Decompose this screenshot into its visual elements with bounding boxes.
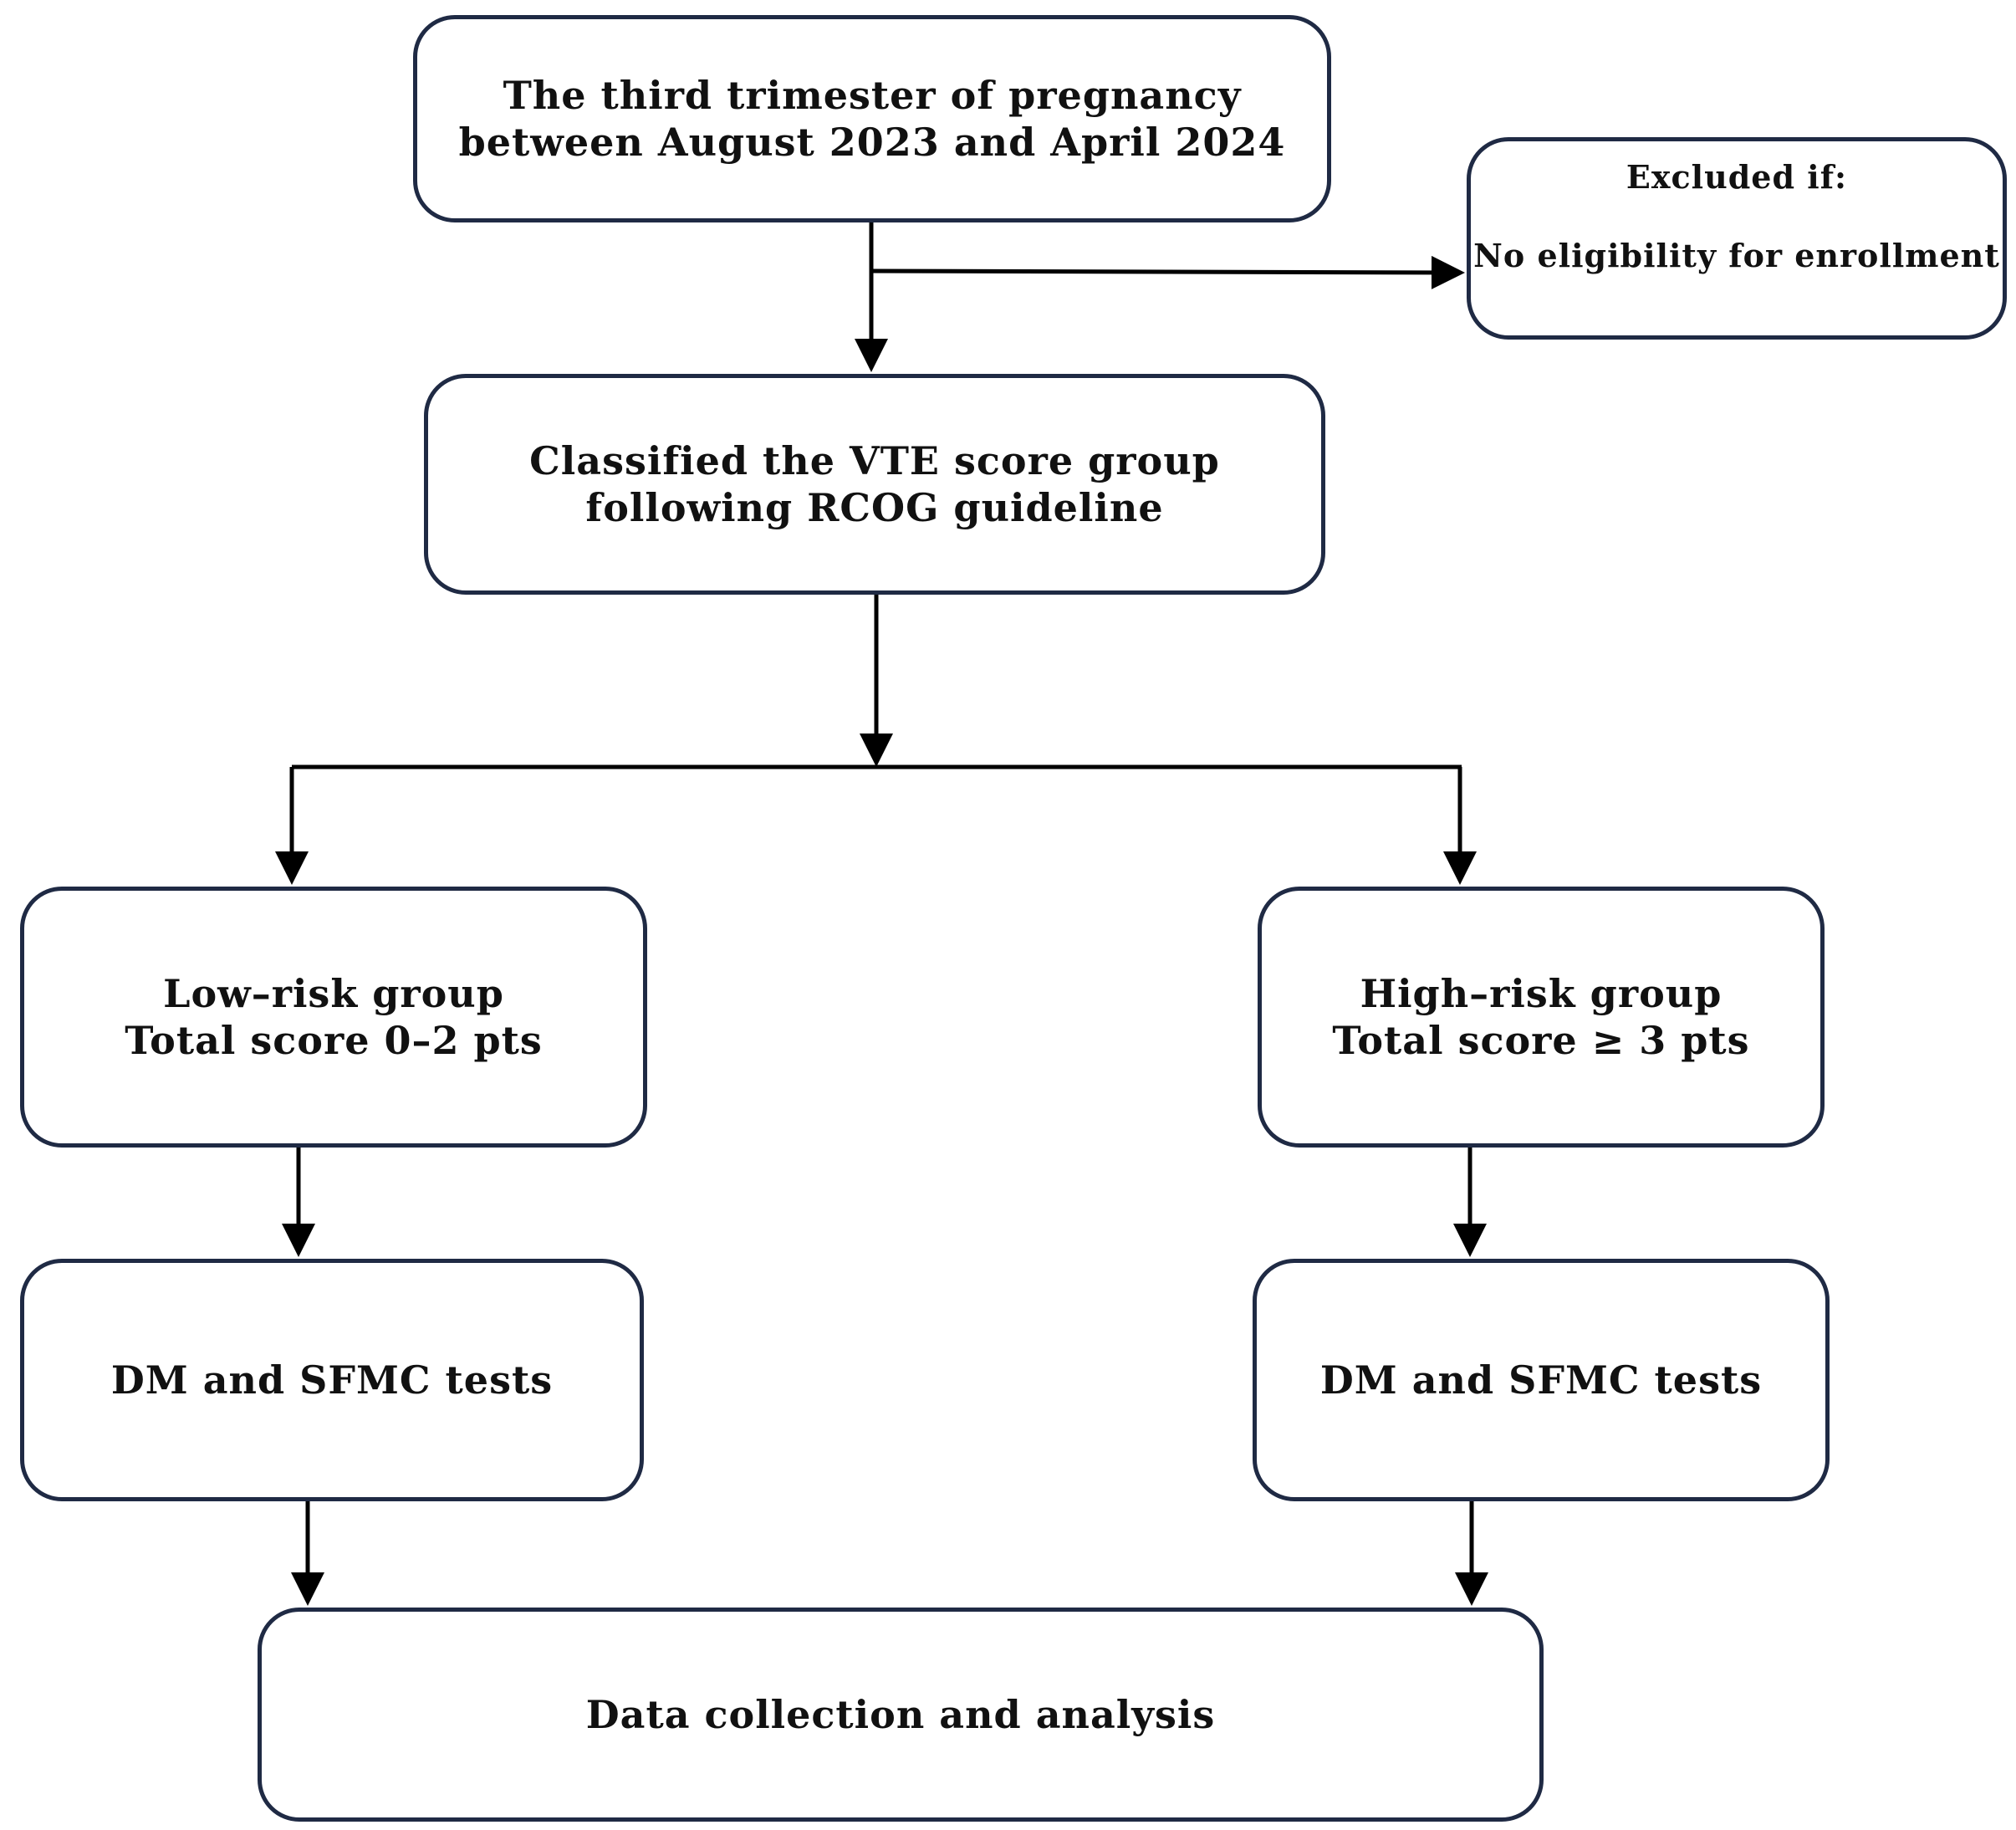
start-line-2: between August 2023 and April 2024	[458, 120, 1286, 165]
low-risk-line-1: Low–risk group	[163, 971, 504, 1016]
classify-line-2: following RCOG guideline	[585, 485, 1164, 530]
arrow-to-excluded	[870, 255, 1465, 289]
classify-box: Classified the VTE score group following…	[424, 374, 1325, 595]
low-risk-line-2: Total score 0–2 pts	[125, 1018, 543, 1063]
high-risk-line-2: Total score ≥ 3 pts	[1332, 1018, 1750, 1063]
tests-high-label: DM and SFMC tests	[1319, 1357, 1763, 1403]
excluded-title: Excluded if:	[1626, 158, 1848, 196]
low-risk-box: Low–risk group Total score 0–2 pts	[20, 887, 647, 1148]
tests-low-box: DM and SFMC tests	[20, 1259, 644, 1501]
classify-line-1: Classified the VTE score group	[529, 438, 1220, 483]
data-analysis-label: Data collection and analysis	[585, 1692, 1216, 1737]
data-analysis-box: Data collection and analysis	[258, 1608, 1544, 1822]
tests-high-box: DM and SFMC tests	[1253, 1259, 1830, 1501]
tests-low-label: DM and SFMC tests	[110, 1357, 554, 1403]
excluded-box: Excluded if: No eligibility for enrollme…	[1467, 137, 2007, 340]
start-line-1: The third trimester of pregnancy	[503, 73, 1242, 118]
high-risk-line-1: High–risk group	[1360, 971, 1723, 1016]
high-risk-box: High–risk group Total score ≥ 3 pts	[1258, 887, 1825, 1148]
start-box: The third trimester of pregnancy between…	[413, 15, 1331, 222]
excluded-reason: No eligibility for enrollment	[1473, 237, 2000, 274]
